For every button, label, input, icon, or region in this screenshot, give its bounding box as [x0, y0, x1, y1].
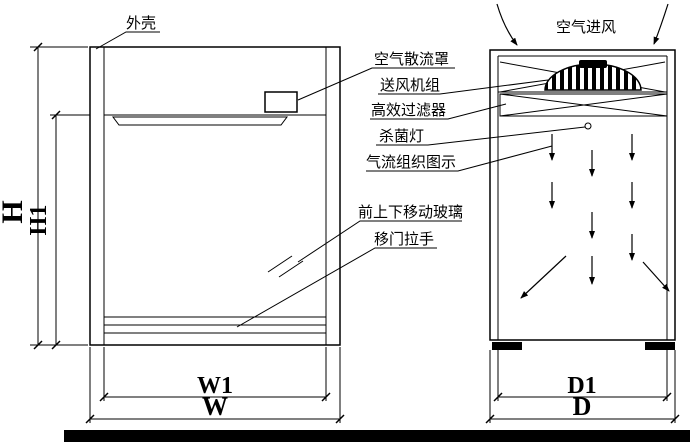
cabinet-outline: [489, 49, 676, 341]
glass-hatch-mark: [267, 255, 293, 273]
uv-lamp-dot: [584, 122, 592, 130]
control-panel-window: [264, 91, 298, 113]
dimension-W: W: [202, 392, 228, 421]
fan-unit-leader: [378, 79, 549, 95]
uv-lamp-leader: [376, 126, 586, 146]
dim-tick: [662, 392, 672, 402]
front-view: [89, 46, 341, 346]
cabinet-outline: [89, 46, 341, 346]
intake-arrow-right: [653, 3, 669, 45]
dimension-D: D: [573, 392, 592, 421]
dim-tick: [51, 340, 61, 350]
diagonal-arrow: [642, 261, 670, 292]
bottom-border-bar: [64, 430, 690, 442]
leader-lines: [95, 31, 586, 328]
glass-hatch-mark: [278, 260, 304, 278]
air-diffuser-shape: [112, 116, 288, 126]
dim-tick: [485, 414, 495, 424]
dim-tick: [99, 392, 109, 402]
dimension-H1: H1: [26, 205, 52, 236]
dim-tick: [493, 392, 503, 402]
diagonal-arrow: [520, 255, 567, 299]
dim-tick: [321, 392, 331, 402]
dim-tick: [670, 414, 680, 424]
intake-arrow-left: [496, 3, 518, 46]
dim-tick: [85, 414, 95, 424]
door-handle-label: 移门拉手: [374, 231, 434, 248]
uv-lamp-label: 杀菌灯: [379, 128, 424, 145]
airflow-diagram-leader: [366, 145, 553, 172]
dimension-D1: D1: [567, 373, 596, 399]
hepa-filter-label: 高效过滤器: [371, 102, 446, 119]
dim-tick: [33, 340, 43, 350]
hepa-filter-box: [499, 93, 668, 117]
airflow-arrows: [520, 134, 670, 299]
dim-tick: [335, 414, 345, 424]
air-diffuser-leader: [297, 67, 455, 101]
dimension-H: H: [0, 200, 29, 223]
dimension-W1: W1: [197, 373, 233, 399]
fan-motor-cap: [579, 60, 607, 68]
moving-glass-label: 前上下移动玻璃: [358, 204, 463, 221]
airflow-diagram-label: 气流组织图示: [366, 154, 456, 171]
foot-left: [492, 342, 522, 350]
hepa-filter-cross: [499, 93, 668, 117]
air-intake-label: 空气进风: [556, 19, 616, 36]
foot-right: [645, 342, 675, 350]
air-intake-arrows: [496, 3, 669, 46]
side-view: [489, 3, 676, 350]
text-labels: 外壳 空气散流罩 送风机组 高效过滤器 杀菌灯 气流组织图示 前上下移动玻璃 移…: [126, 15, 616, 248]
hepa-filter-leader: [370, 103, 507, 120]
door-handle-leader: [236, 247, 437, 328]
outer-shell-leader: [95, 31, 160, 50]
fan-unit-label: 送风机组: [380, 77, 440, 94]
dimension-annotations: H H1 W1 W D1 D: [0, 42, 680, 424]
moving-glass-leader: [297, 220, 462, 263]
dim-tick: [51, 110, 61, 120]
dim-tick: [33, 42, 43, 52]
air-diffuser-label: 空气散流罩: [374, 51, 449, 68]
outer-shell-label: 外壳: [126, 15, 156, 32]
